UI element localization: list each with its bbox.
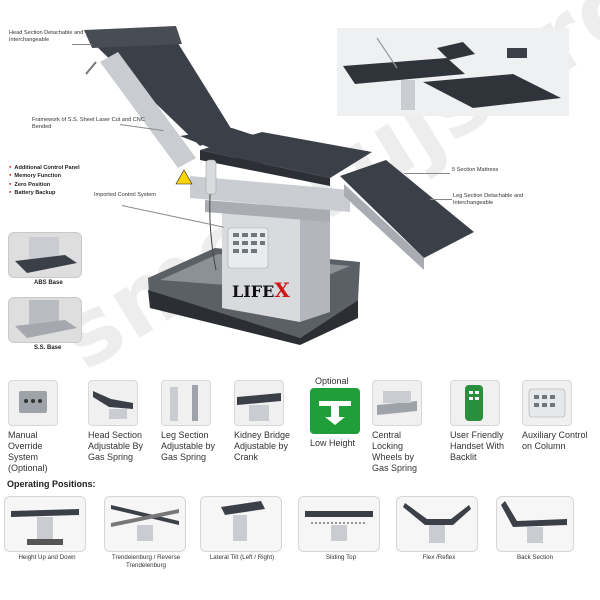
callout-leg-section: Leg Section Detachable and Interchangeab… bbox=[453, 193, 524, 206]
feature-label: Low Height bbox=[310, 438, 356, 448]
feature-label: Kidney Bridge Adjustable by Crank bbox=[234, 430, 291, 462]
feature-label: Central Locking Wheels by Gas Spring bbox=[372, 430, 418, 473]
feature-label: Manual Override System (Optional) bbox=[8, 430, 48, 473]
position-label: Back Section bbox=[516, 554, 554, 561]
leg-section-icon bbox=[161, 380, 211, 426]
operating-table-illustration bbox=[84, 26, 474, 345]
feature-bullet-list: Additional Control Panel Memory Function… bbox=[9, 164, 80, 198]
kidney-bridge-icon bbox=[234, 380, 284, 426]
position-flex-reflex-card bbox=[396, 496, 478, 552]
brand-name-part2: X bbox=[274, 278, 290, 302]
feature-locking-wheels: Central Locking Wheels by Gas Spring bbox=[372, 380, 432, 474]
position-label: Trendelenburg / Reverse Trendelenburg bbox=[111, 554, 181, 569]
position-label: Flex /Reflex bbox=[422, 554, 456, 561]
ss-base-image bbox=[8, 297, 82, 343]
optional-badge: Optional bbox=[315, 376, 349, 386]
feature-low-height: Low Height bbox=[310, 388, 370, 449]
low-height-icon bbox=[310, 388, 360, 434]
bullet-item: Battery Backup bbox=[9, 189, 80, 197]
auxiliary-control-icon bbox=[522, 380, 572, 426]
position-label: Height Up and Down bbox=[18, 554, 76, 561]
feature-label: Head Section Adjustable By Gas Spring bbox=[88, 430, 144, 462]
control-panel bbox=[227, 227, 269, 269]
callout-imported-control: Imported Control System bbox=[94, 192, 156, 198]
locking-wheels-icon bbox=[372, 380, 422, 426]
position-label: Lateral Tilt (Left / Right) bbox=[209, 554, 275, 561]
position-back-section-card bbox=[496, 496, 574, 552]
bullet-item: Memory Function bbox=[9, 172, 80, 180]
callout-mattress: 5 Section Mattress bbox=[452, 167, 499, 173]
operating-positions-title: Operating Positions: bbox=[7, 479, 96, 489]
brand-name-part1: LIFE bbox=[232, 282, 275, 301]
position-lateral-tilt-card bbox=[200, 496, 282, 552]
feature-handset: User Friendly Handset With Backlit bbox=[450, 380, 510, 463]
bullet-item: Zero Position bbox=[9, 181, 80, 189]
feature-label: Leg Section Adjustable by Gas Spring bbox=[161, 430, 216, 462]
head-section-icon bbox=[88, 380, 138, 426]
feature-head-section: Head Section Adjustable By Gas Spring bbox=[88, 380, 148, 463]
feature-kidney-bridge: Kidney Bridge Adjustable by Crank bbox=[234, 380, 294, 463]
position-label: Sliding Top bbox=[325, 554, 357, 561]
feature-manual-override: Manual Override System (Optional) bbox=[8, 380, 68, 474]
position-trendelenburg-card bbox=[104, 496, 186, 552]
callout-head-section: Head Section Detachable and Interchangea… bbox=[9, 30, 84, 43]
bullet-item: Additional Control Panel bbox=[9, 164, 79, 172]
feature-leg-section: Leg Section Adjustable by Gas Spring bbox=[161, 380, 221, 463]
callout-framework: Framework of S.S. Sheet Laser Cut and CN… bbox=[32, 117, 145, 130]
brand-logo: LIFEX bbox=[232, 278, 290, 302]
handset-icon bbox=[450, 380, 500, 426]
position-sliding-top-card bbox=[298, 496, 380, 552]
feature-auxiliary-control: Auxiliary Control on Column bbox=[522, 380, 596, 452]
table-photo-top-right bbox=[337, 28, 569, 116]
abs-base-label: ABS Base bbox=[34, 280, 63, 286]
feature-label: User Friendly Handset With Backlit bbox=[450, 430, 505, 462]
abs-base-image bbox=[8, 232, 82, 278]
position-height-card bbox=[4, 496, 86, 552]
feature-label: Auxiliary Control on Column bbox=[522, 430, 588, 451]
manual-override-icon bbox=[8, 380, 58, 426]
ss-base-label: S.S. Base bbox=[34, 345, 62, 351]
